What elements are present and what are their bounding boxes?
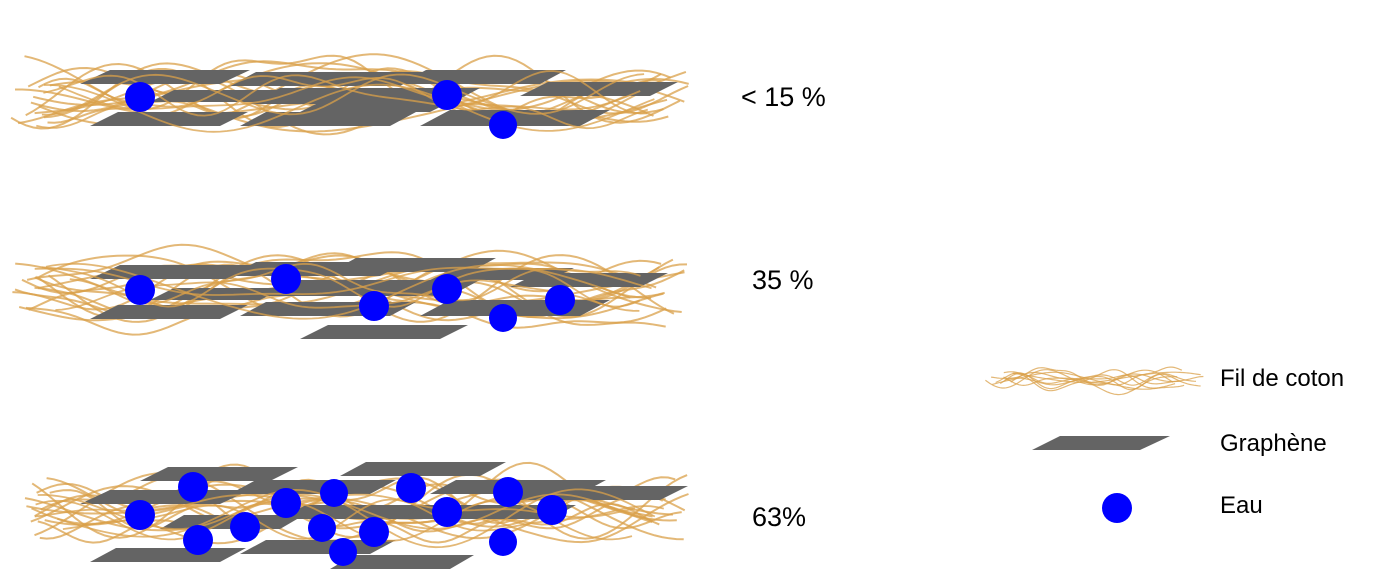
water-molecule	[432, 274, 462, 304]
water-molecule	[359, 291, 389, 321]
graphene-sheet	[240, 540, 396, 554]
water-molecule	[537, 495, 567, 525]
water-molecule	[271, 488, 301, 518]
water-molecule	[230, 512, 260, 542]
graphene-sheet	[90, 548, 246, 562]
water-molecule	[183, 525, 213, 555]
water-molecule	[271, 264, 301, 294]
cotton-thread	[35, 499, 633, 542]
panel-high-water	[24, 461, 689, 569]
graphene-sheet	[240, 112, 416, 126]
cotton-thread	[1012, 371, 1201, 383]
legend	[985, 366, 1204, 523]
graphene-sheet	[300, 325, 468, 339]
panel-label-high: 63%	[752, 502, 807, 532]
graphene-sheet	[230, 72, 426, 86]
cotton-thread	[49, 79, 685, 133]
water-molecule	[359, 517, 389, 547]
graphene-sheet	[80, 70, 250, 84]
panel-label-low: < 15 %	[741, 82, 826, 112]
water-molecule	[545, 285, 575, 315]
water-molecule	[125, 275, 155, 305]
panel-mid-water	[12, 243, 688, 339]
water-molecule	[178, 472, 208, 502]
water-molecule	[432, 497, 462, 527]
water-molecule	[489, 111, 517, 139]
graphene-sheet	[150, 90, 294, 102]
cotton-thread	[58, 76, 641, 111]
cotton-thread	[31, 473, 688, 540]
water-molecule	[489, 528, 517, 556]
water-molecule	[396, 473, 426, 503]
graphene-sheet	[330, 555, 474, 569]
graphene-sheet	[300, 100, 454, 112]
water-molecule	[308, 514, 336, 542]
water-molecule	[329, 538, 357, 566]
water-molecule	[493, 477, 523, 507]
graphene-sheet	[230, 480, 396, 494]
cotton-thread	[991, 373, 1182, 386]
graphene-sheet	[90, 305, 248, 319]
cotton-thread	[62, 498, 664, 540]
water-molecule-icon	[1102, 493, 1132, 523]
graphene-sheet	[90, 265, 260, 279]
cotton-thread	[56, 488, 656, 549]
graphene-sheet	[80, 490, 250, 504]
legend-label-cotton: Fil de coton	[1220, 365, 1345, 392]
graphene-sheet	[340, 462, 506, 476]
legend-label-graphene: Graphène	[1220, 430, 1327, 457]
water-molecule	[320, 479, 348, 507]
graphene-sheet	[400, 70, 566, 84]
water-molecule	[125, 500, 155, 530]
panel-low-water	[10, 53, 689, 139]
water-molecule	[489, 304, 517, 332]
graphene-sheet-icon	[1032, 436, 1170, 450]
cotton-thread-icon	[985, 366, 1204, 396]
cotton-thread	[999, 372, 1201, 391]
water-molecule	[432, 80, 462, 110]
water-molecule	[125, 82, 155, 112]
cotton-thread	[40, 476, 676, 525]
panel-label-mid: 35 %	[752, 265, 814, 295]
cotton-thread	[1004, 366, 1183, 386]
graphene-sheet	[140, 467, 298, 481]
cotton-thread	[1010, 371, 1178, 396]
legend-label-water: Eau	[1220, 492, 1263, 519]
cotton-thread	[44, 83, 655, 133]
graphene-sheet	[260, 280, 480, 296]
